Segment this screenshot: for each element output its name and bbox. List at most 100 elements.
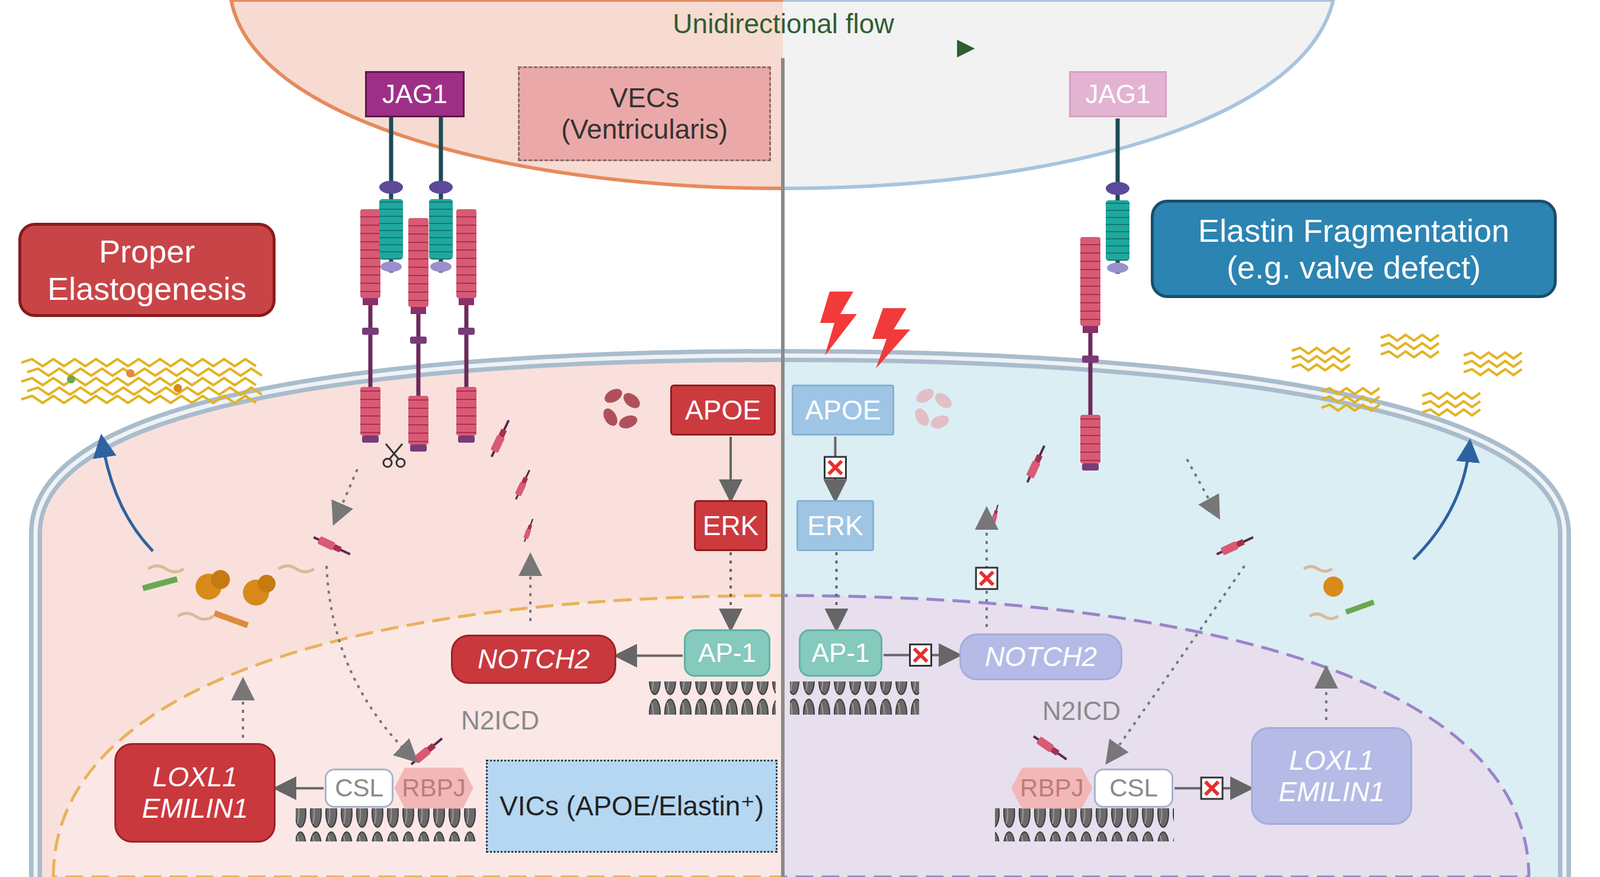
figure-part [789, 681, 920, 715]
transcription-factor: AP-1 [683, 629, 771, 677]
figure-part [602, 385, 625, 406]
figure-part [913, 385, 937, 406]
figure-part [647, 681, 776, 715]
gene-box: NOTCH2 [959, 633, 1123, 681]
figure-part [389, 443, 403, 460]
figure-part [295, 808, 479, 842]
protein-box: APOE [791, 384, 895, 436]
node-text: AP-1 [698, 638, 757, 669]
fiber-fragment [1422, 409, 1481, 416]
fiber-fragment [1380, 351, 1439, 358]
fiber-stroke [27, 387, 262, 395]
ligand-box: JAG1 [365, 71, 465, 118]
figure-part [1309, 613, 1339, 619]
block-box [824, 456, 847, 479]
outcome-box: Elastin Fragmentation (e.g. valve defect… [1150, 199, 1557, 299]
node-text: CSL [1109, 773, 1158, 803]
fiber-stroke [21, 395, 256, 403]
fiber-dot [66, 375, 76, 384]
notch-receptor [360, 209, 1101, 471]
n2icd-fragment [311, 418, 1256, 768]
figure-part [1325, 669, 1328, 720]
fiber-fragment [1321, 404, 1380, 411]
figure-part [142, 576, 179, 591]
node-text: ERK [702, 510, 760, 542]
figure-part [334, 469, 358, 522]
apoe-particles-faded [912, 385, 955, 431]
figure-part [980, 571, 994, 585]
figure-part [257, 574, 276, 593]
apoe-particles [600, 385, 643, 431]
node-text: CSL [334, 773, 384, 803]
gene-box: NOTCH2 [450, 634, 617, 684]
fiber-fragment [1321, 396, 1380, 403]
protein-box: APOE [670, 384, 776, 436]
fiber-fragment [1422, 392, 1481, 399]
figure-part [1031, 733, 1070, 763]
block-box [910, 644, 932, 667]
block-mark [976, 567, 998, 590]
figure-part [278, 565, 315, 572]
fiber-fragment [1463, 369, 1522, 376]
figure-part [600, 405, 620, 429]
node-text: Elastin Fragmentation (e.g. valve defect… [1162, 212, 1546, 286]
figure-part [35, 355, 1565, 877]
stress-bolt [820, 291, 911, 369]
node-text: APOE [685, 394, 761, 427]
csl-box: CSL [324, 768, 394, 808]
figure-part [1108, 565, 1245, 761]
node-text: LOXL1 EMILIN1 [124, 761, 266, 825]
figure-part [1345, 599, 1375, 616]
dotted-arrow [242, 459, 1327, 761]
node-text: JAG1 [1085, 79, 1151, 110]
figure-part [148, 565, 184, 572]
figure-part [782, 0, 1334, 189]
figure-part [231, 0, 783, 189]
node-text: ERK [807, 510, 864, 542]
fiber-fragment [1321, 388, 1380, 395]
figure-part [586, 47, 972, 51]
block-cross [1205, 781, 1219, 795]
outcome-box: Proper Elastogenesis [18, 222, 276, 318]
figure-part [1105, 118, 1130, 274]
figure-part [360, 209, 381, 443]
figure-part [326, 565, 415, 760]
figure-part [1413, 444, 1470, 560]
fiber-stroke [21, 359, 256, 367]
figure-part [872, 308, 911, 369]
figure-part [177, 613, 214, 620]
connector-arrow [618, 654, 683, 658]
figure-part [976, 567, 998, 590]
block-mark [824, 456, 847, 479]
secretion-arrow [101, 439, 1470, 560]
figure-part [932, 389, 955, 412]
connector-arrow [729, 436, 732, 499]
figure-part [820, 291, 857, 356]
node-text: AP-1 [811, 638, 870, 669]
figure-part [35, 355, 1565, 877]
figure-part [213, 610, 249, 629]
cell-type-box: VECs (Ventricularis) [517, 66, 771, 162]
figure-part [529, 557, 532, 622]
figure-part [408, 218, 429, 452]
node-text: LOXL1 EMILIN1 [1261, 744, 1403, 808]
block-box [1201, 777, 1223, 799]
gene-box: LOXL1 EMILIN1 [114, 743, 276, 843]
fiber-fragment [1463, 360, 1522, 367]
figure-part [782, 595, 1529, 877]
block-cross [914, 648, 928, 662]
figure-part [989, 504, 1000, 527]
connector-arrow [729, 552, 732, 628]
node-text: NOTCH2 [984, 641, 1097, 673]
node-text: RBPJ [401, 773, 466, 803]
hexagon-fill [394, 767, 473, 809]
figure-part [929, 413, 952, 431]
fiber-fragment [1291, 347, 1350, 354]
node-text: VICs (APOE/Elastin⁺) [499, 790, 764, 822]
fiber-fragment [1463, 352, 1522, 359]
node-text: Proper Elastogenesis [29, 232, 265, 307]
figure-part [101, 439, 153, 552]
figure-part [912, 405, 932, 429]
ligand-box: JAG1 [1069, 71, 1167, 118]
